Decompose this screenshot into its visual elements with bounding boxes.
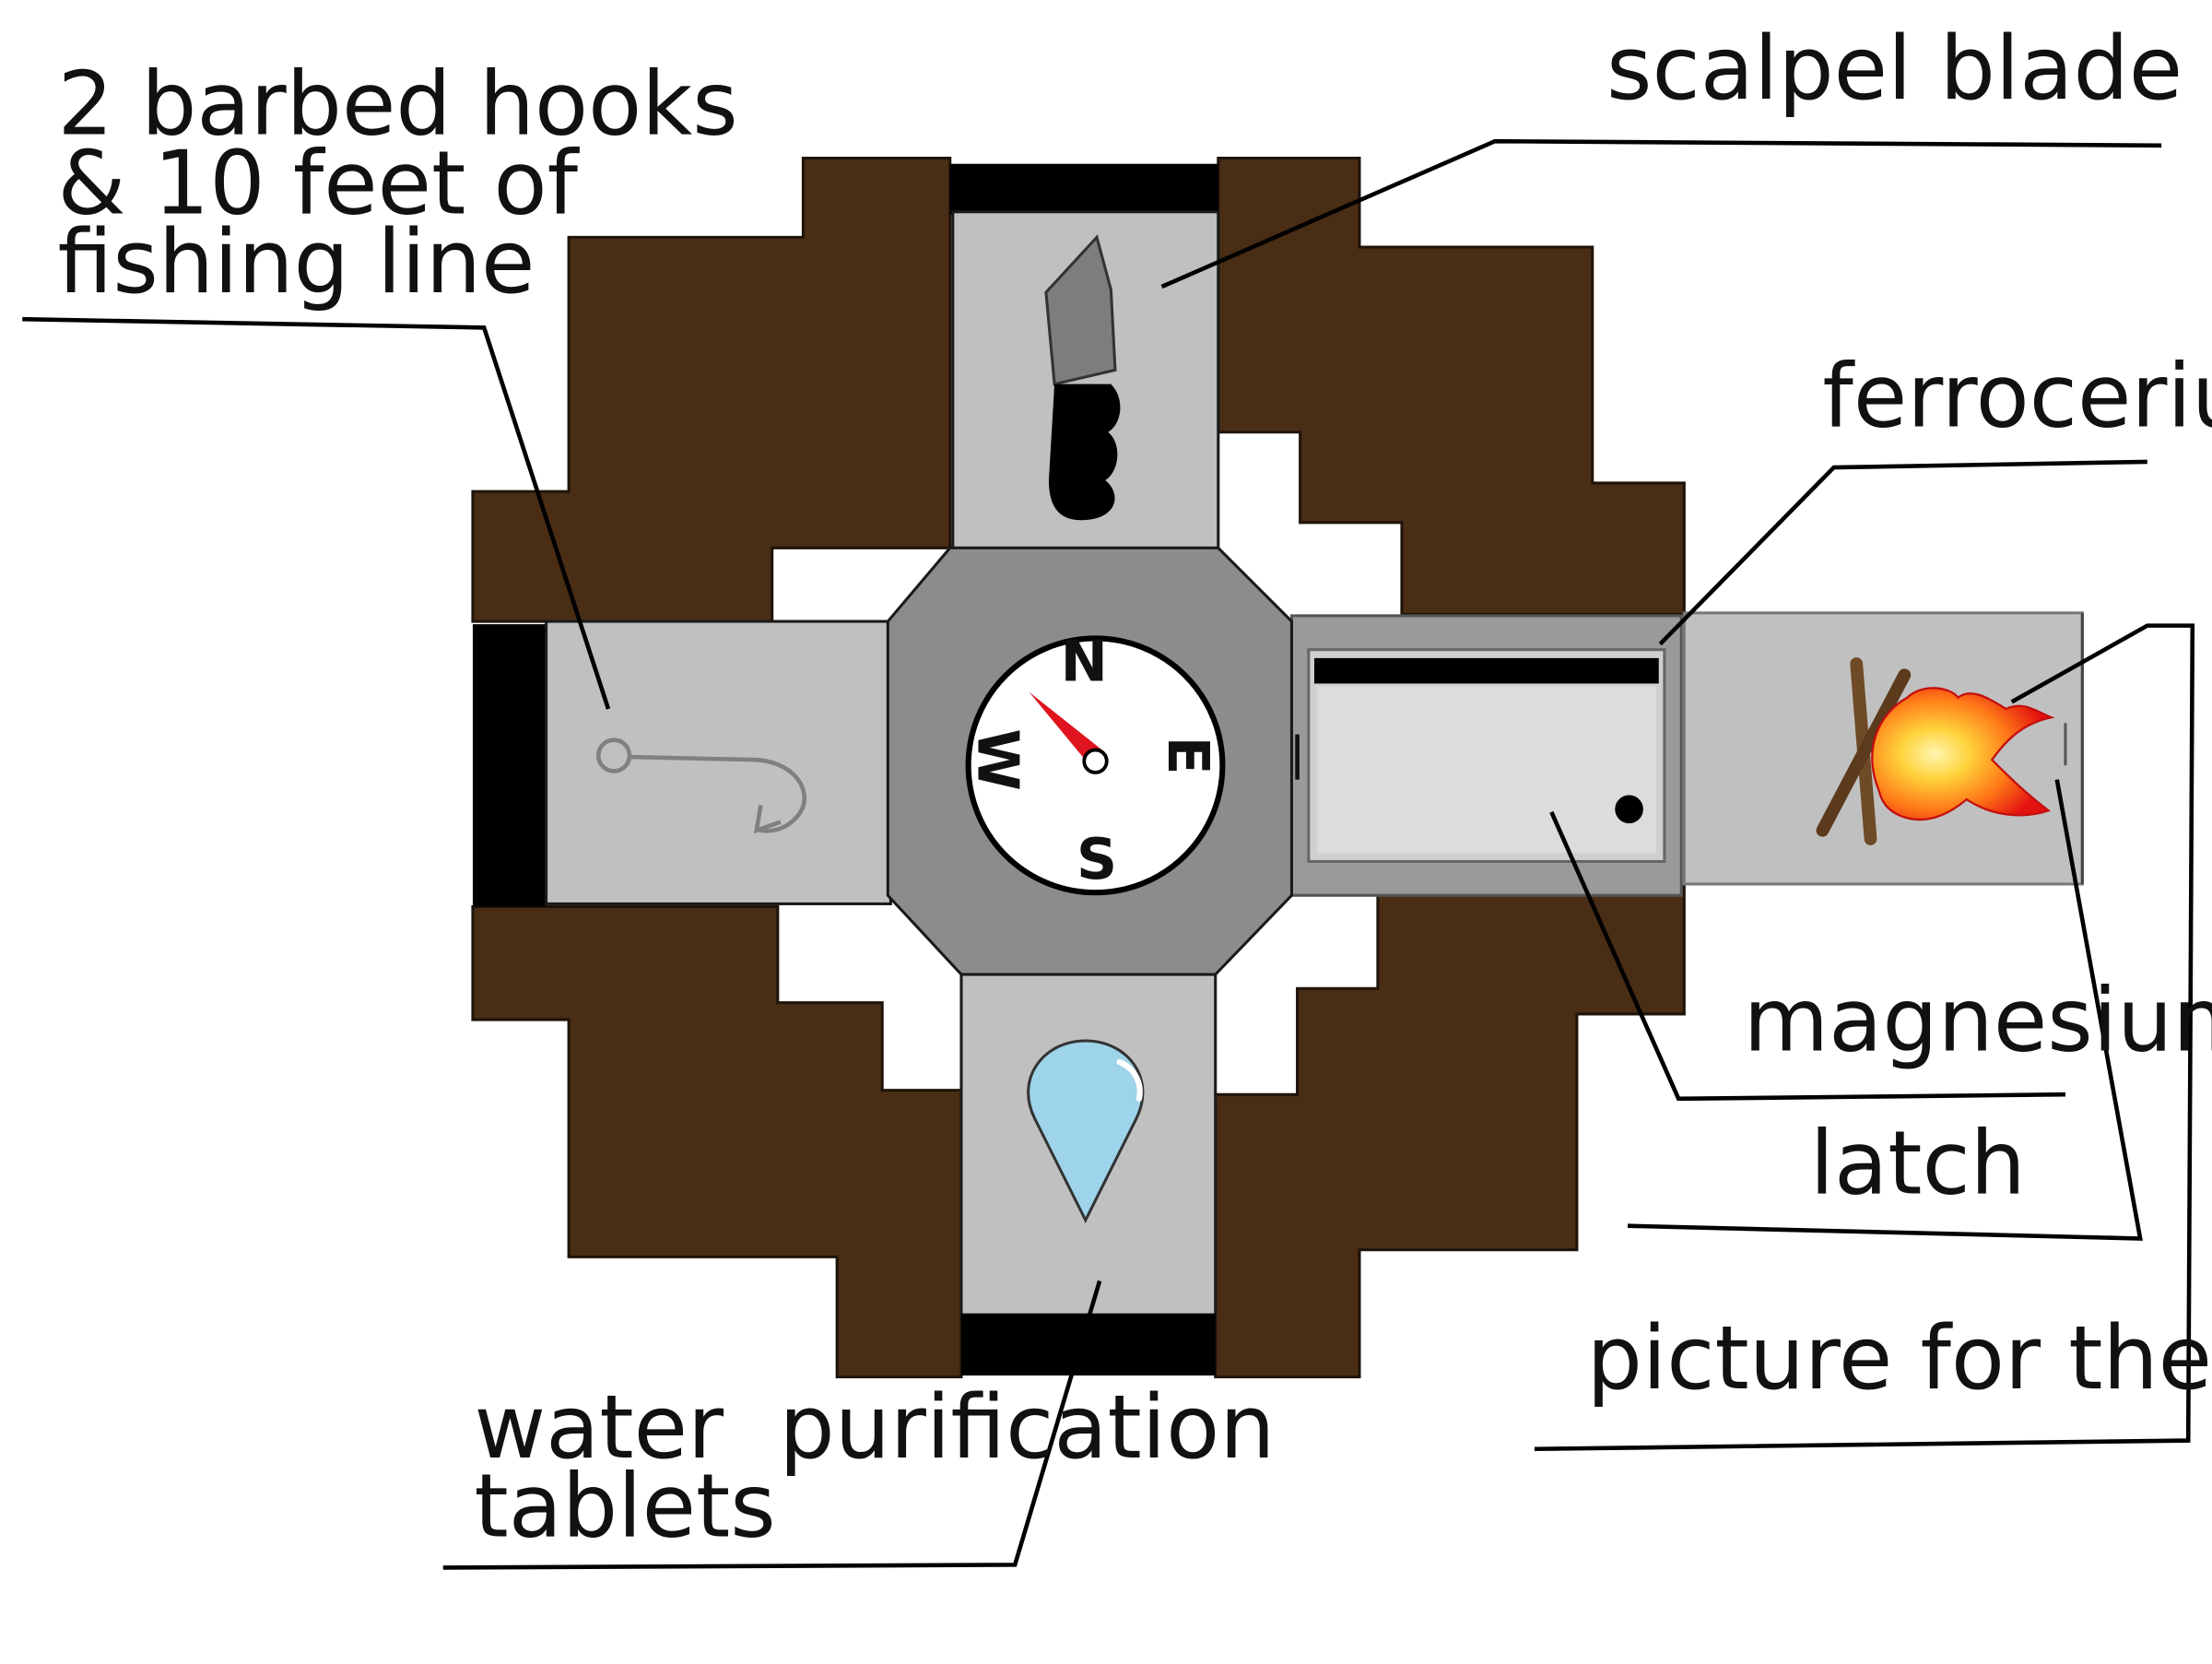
magnesium-block bbox=[1317, 686, 1656, 854]
leader-water bbox=[442, 1280, 1102, 1570]
fire-starter-tray bbox=[1289, 614, 1683, 897]
fire-flames bbox=[1871, 687, 2055, 821]
wooden-board bbox=[471, 157, 1686, 1379]
leader-ferrocerium bbox=[1658, 459, 2147, 646]
compass-west: W bbox=[964, 728, 1030, 791]
label-latch: latch bbox=[1810, 1113, 2026, 1214]
label-hooks: 2 barbed hooks & 10 feet of fishing line bbox=[58, 54, 738, 314]
compass-north: N bbox=[1061, 629, 1108, 694]
label-hooks-line-2: & 10 feet of bbox=[58, 133, 581, 234]
leader-scalpel bbox=[1160, 138, 2162, 289]
knife-handle bbox=[1048, 384, 1121, 521]
fish-hook-icon bbox=[595, 738, 806, 834]
compass-pivot bbox=[1082, 748, 1109, 774]
leader-latch bbox=[1627, 779, 2143, 1241]
label-water-line-1: water purification bbox=[474, 1377, 1275, 1479]
compass-icon: N E S W bbox=[964, 629, 1226, 896]
label-magnesium: magnesium bbox=[1744, 971, 2212, 1072]
latch-dot bbox=[1615, 795, 1643, 824]
hook-shank bbox=[629, 754, 806, 833]
knife-icon bbox=[1044, 234, 1121, 521]
ferrocerium-rod bbox=[1313, 657, 1659, 684]
board-bottom-right bbox=[1214, 885, 1686, 1379]
compass-east: E bbox=[1155, 737, 1220, 775]
campfire-icon bbox=[1816, 657, 2055, 845]
left-panel-cap bbox=[472, 624, 547, 907]
fire-log-2 bbox=[1816, 668, 1912, 837]
board-top-left bbox=[471, 157, 952, 623]
compass-needle bbox=[1029, 691, 1104, 766]
label-water: water purification tablets bbox=[474, 1377, 1275, 1558]
board-bottom-left bbox=[471, 904, 963, 1379]
left-panel-body bbox=[545, 620, 892, 905]
label-water-line-2: tablets bbox=[474, 1457, 775, 1558]
compass-south: S bbox=[1077, 827, 1117, 892]
knife-blade bbox=[1044, 234, 1117, 386]
left-panel bbox=[472, 620, 892, 907]
label-ferrocerium: ferrocerium bbox=[1822, 347, 2212, 448]
water-drop-highlight bbox=[1116, 1058, 1143, 1102]
leader-lines bbox=[22, 138, 2195, 1570]
leader-magnesium bbox=[1549, 810, 2065, 1102]
top-panel-cap bbox=[949, 163, 1218, 215]
label-hooks-line-1: 2 barbed hooks bbox=[58, 54, 738, 156]
label-hooks-line-3: fishing line bbox=[58, 212, 535, 313]
label-picture: picture for the front bbox=[1587, 1308, 2212, 1410]
hook-eye bbox=[595, 738, 632, 773]
leader-hooks bbox=[22, 316, 611, 710]
board-top-right bbox=[1217, 157, 1686, 616]
hook-barb bbox=[753, 804, 782, 834]
leader-picture bbox=[1534, 623, 2195, 1452]
label-scalpel: scalpel blade bbox=[1606, 18, 2183, 120]
water-drop-icon bbox=[1027, 1039, 1145, 1223]
